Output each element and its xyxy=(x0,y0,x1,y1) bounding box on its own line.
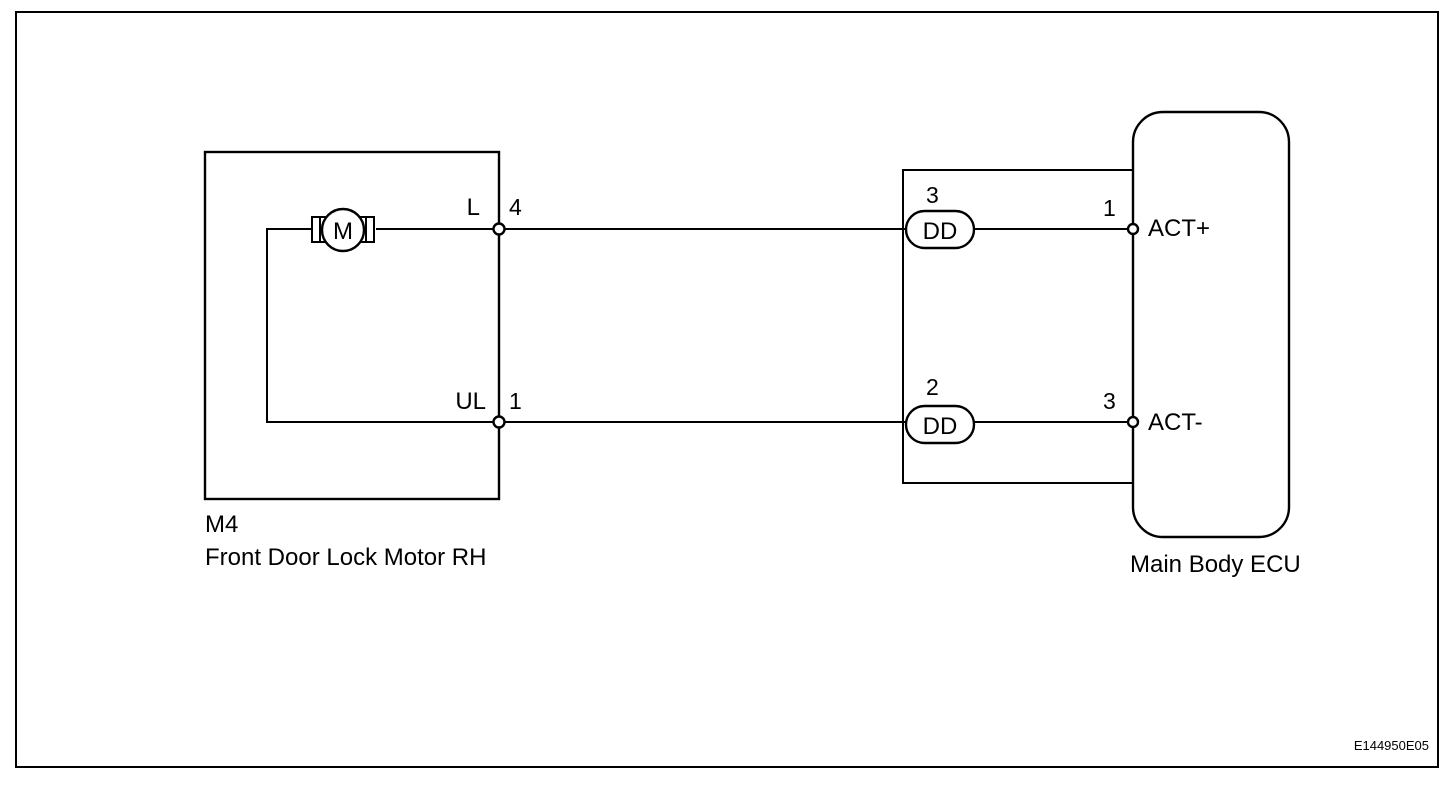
connector-pin-3: 3 xyxy=(926,182,939,208)
motor-symbol: M xyxy=(311,207,375,253)
ecu-box xyxy=(1131,110,1291,539)
terminal-label-l: L xyxy=(467,194,480,221)
figure-id: E144950E05 xyxy=(1354,738,1429,753)
connector-pill-lower: DD xyxy=(904,404,976,445)
diagram-frame xyxy=(15,11,1439,768)
ecu-terminal-label-act-minus: ACT- xyxy=(1148,409,1203,436)
motor-internal-wire-ul xyxy=(266,228,499,423)
ecu-pin-3: 3 xyxy=(1103,388,1116,414)
terminal-pin-4: 4 xyxy=(509,194,522,220)
connector-code-lower: DD xyxy=(923,413,958,440)
connector-box xyxy=(902,169,1133,484)
ecu-terminal-node-1 xyxy=(1126,222,1140,236)
ecu-pin-1: 1 xyxy=(1103,195,1116,221)
terminal-node-1 xyxy=(492,415,506,429)
ecu-name: Main Body ECU xyxy=(1130,551,1301,578)
terminal-label-ul: UL xyxy=(455,388,486,415)
connector-code-upper: DD xyxy=(923,218,958,245)
ecu-terminal-label-act-plus: ACT+ xyxy=(1148,215,1210,242)
motor-component-code: M4 xyxy=(205,511,238,538)
motor-symbol-label: M xyxy=(333,218,353,245)
terminal-pin-1: 1 xyxy=(509,388,522,414)
ecu-terminal-node-3 xyxy=(1126,415,1140,429)
connector-pin-2: 2 xyxy=(926,374,939,400)
connector-pill-upper: DD xyxy=(904,209,976,250)
terminal-node-4 xyxy=(492,222,506,236)
motor-component-name: Front Door Lock Motor RH xyxy=(205,544,486,571)
motor-component-box xyxy=(203,150,501,501)
